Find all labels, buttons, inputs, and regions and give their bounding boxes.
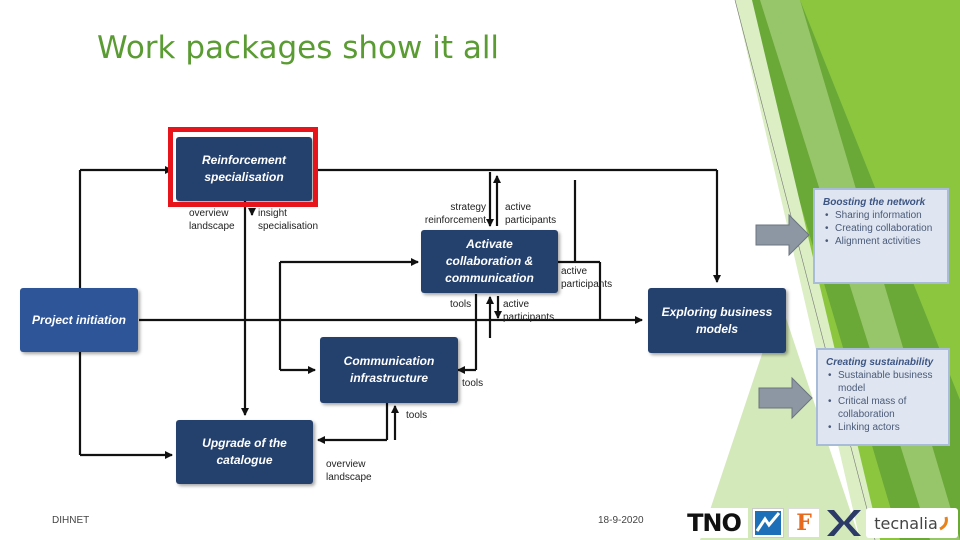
label-tools-bottom: tools: [406, 410, 428, 421]
panel-creating-sustainability: Creating sustainability Sustainable busi…: [816, 348, 950, 446]
label-insight-specialisation: insight specialisation: [258, 208, 319, 232]
grey-arrow-top: [755, 213, 810, 257]
partner-logo-x: [824, 508, 864, 538]
panel-boosting-item: Alignment activities: [825, 235, 939, 248]
box-upgrade-catalogue: Upgrade of the catalogue: [176, 420, 313, 484]
fraunhofer-logo: F: [788, 508, 820, 538]
panel-sustainability-item: Critical mass of collaboration: [828, 395, 940, 421]
grey-arrow-bottom: [758, 376, 813, 420]
x-arrows-icon: [827, 510, 861, 536]
blue-wave-icon: [755, 511, 781, 535]
box-project-initiation: Project initiation: [20, 288, 138, 352]
box-communication-infrastructure: Communication infrastructure: [320, 337, 458, 403]
label-strategy-reinforcement: strategy reinforcement: [424, 202, 486, 226]
partner-logo-blue: [752, 508, 784, 538]
label-tools-communication: tools: [462, 378, 484, 389]
tecnalia-logo: tecnalia: [866, 508, 958, 538]
panel-boosting-item: Sharing information: [825, 209, 939, 222]
label-active-participants-top: active participants: [505, 202, 557, 226]
label-overview-landscape-bottom: overview landscape: [326, 459, 372, 483]
label-active-participants-right: active participants: [561, 266, 613, 290]
tecnalia-swoosh-icon: [939, 516, 948, 531]
panel-sustainability-item: Linking actors: [828, 421, 940, 434]
footer-date: 18-9-2020: [598, 515, 644, 526]
panel-sustainability-item: Sustainable business model: [828, 369, 940, 395]
panel-boosting-network: Boosting the network Sharing information…: [813, 188, 949, 284]
tno-logo-text: TNO: [687, 509, 742, 537]
footer-project-name: DIHNET: [52, 515, 90, 526]
label-active-participants-mid: active participants: [503, 299, 555, 323]
page-title: Work packages show it all: [97, 30, 500, 66]
box-reinforcement-specialisation: Reinforcement specialisation: [176, 137, 312, 201]
fraunhofer-logo-mark: F: [796, 510, 812, 536]
tno-logo: TNO: [680, 508, 748, 538]
box-exploring-business-models: Exploring business models: [648, 288, 786, 353]
panel-boosting-item: Creating collaboration: [825, 222, 939, 235]
label-tools-activate: tools: [450, 299, 472, 310]
tecnalia-logo-text: tecnalia: [874, 513, 938, 533]
label-overview-landscape-top: overview landscape: [189, 208, 235, 232]
highlight-frame: [168, 127, 318, 207]
panel-boosting-heading: Boosting the network: [823, 197, 926, 208]
box-activate-collaboration: Activate collaboration & communication: [421, 230, 558, 293]
panel-sustainability-heading: Creating sustainability: [826, 357, 934, 368]
